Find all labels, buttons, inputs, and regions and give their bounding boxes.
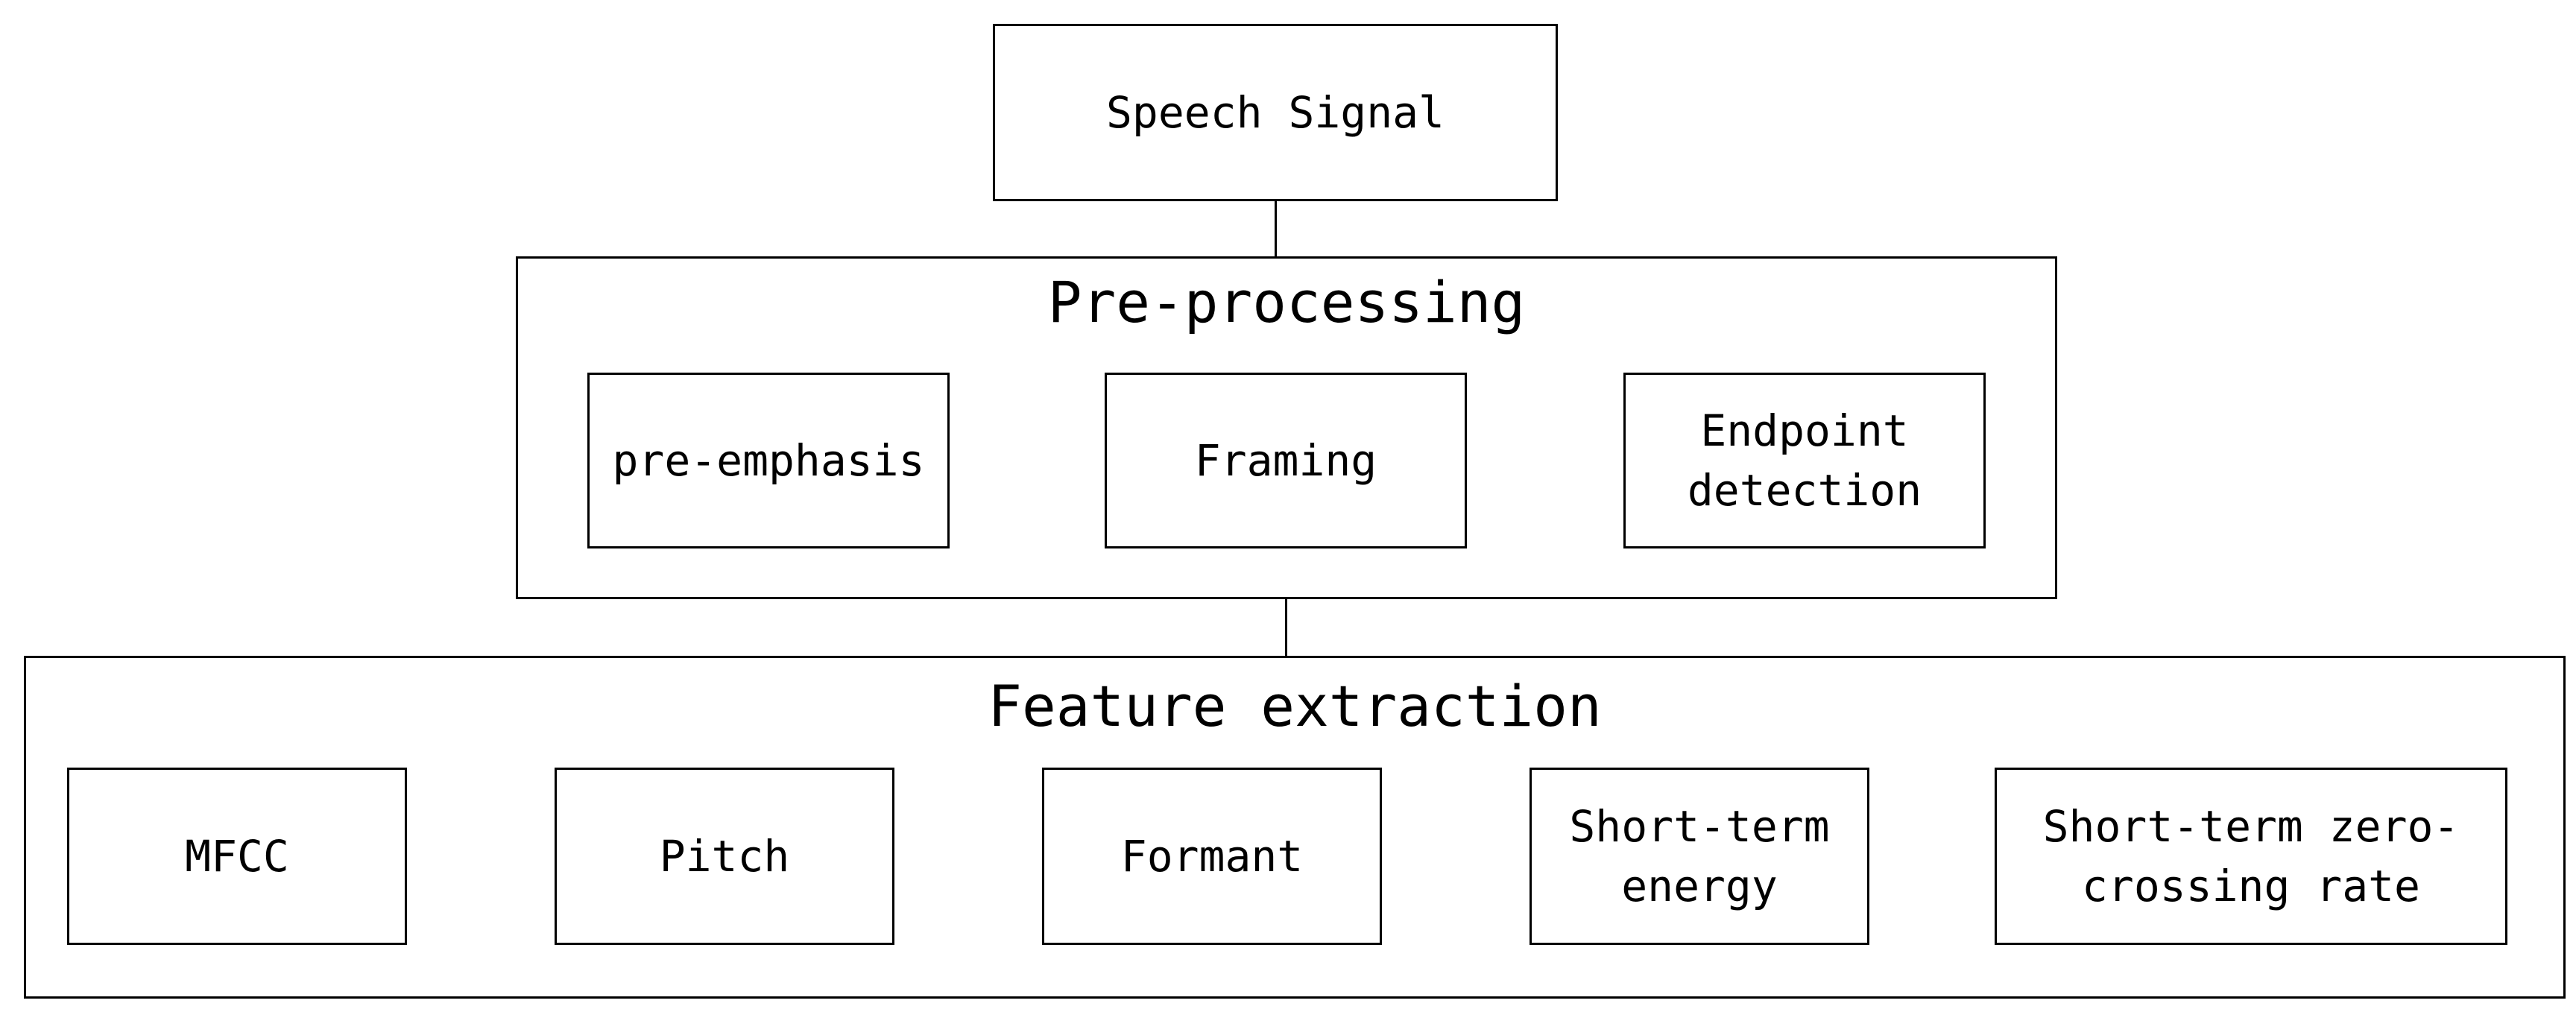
endpoint-detection-label: Endpoint detection [1687, 405, 1922, 516]
speech-signal-node: Speech Signal [993, 24, 1558, 201]
speech-signal-label: Speech Signal [1106, 87, 1445, 138]
short-term-zero-crossing-rate-node: Short-term zero-crossing rate [1995, 768, 2507, 945]
short-term-energy-label: Short-term energy [1569, 801, 1830, 911]
connector-signal-to-preprocessing [1275, 201, 1277, 258]
feature-extraction-title: Feature extraction [988, 673, 1602, 739]
pitch-label: Pitch [659, 831, 790, 882]
formant-label: Formant [1120, 831, 1304, 882]
formant-node: Formant [1042, 768, 1382, 945]
mfcc-label: MFCC [185, 831, 289, 882]
preemphasis-node: pre-emphasis [587, 373, 950, 548]
mfcc-node: MFCC [67, 768, 407, 945]
preemphasis-label: pre-emphasis [612, 435, 925, 486]
short-term-energy-node: Short-term energy [1530, 768, 1869, 945]
framing-node: Framing [1105, 373, 1467, 548]
pitch-node: Pitch [555, 768, 894, 945]
short-term-zero-crossing-rate-label: Short-term zero-crossing rate [2042, 801, 2460, 911]
connector-preprocessing-to-features [1285, 599, 1287, 657]
preprocessing-title: Pre-processing [1047, 269, 1526, 335]
endpoint-detection-node: Endpoint detection [1623, 373, 1986, 548]
framing-label: Framing [1194, 435, 1377, 486]
